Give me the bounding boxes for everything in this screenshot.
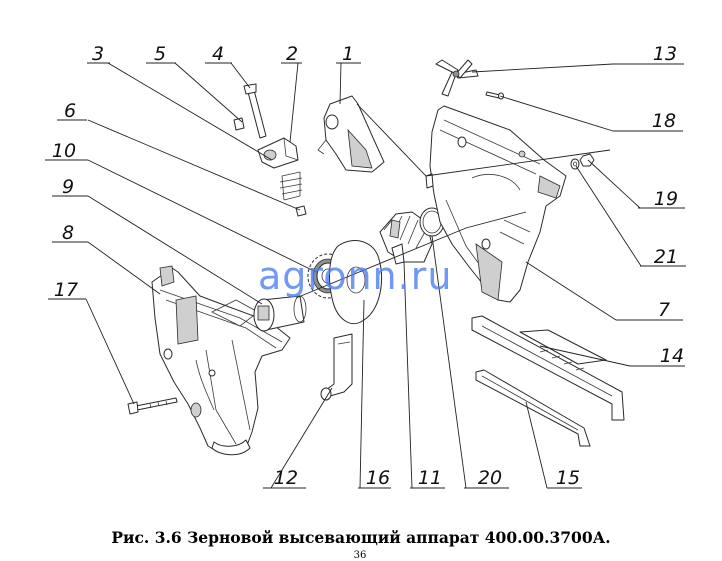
bracket-part-1: [317, 95, 385, 173]
bushing-part-2: [257, 137, 299, 169]
sleeve-part-9: [253, 295, 307, 332]
impeller-part-13: [435, 59, 479, 97]
seed-roller-part-11: [379, 211, 433, 265]
callout-2: 2: [286, 43, 298, 65]
callout-4: 4: [212, 43, 224, 65]
gate-part-12: [320, 333, 353, 401]
callout-15: 15: [556, 467, 580, 489]
callout-18: 18: [652, 110, 676, 132]
nut-part-6: [295, 205, 307, 217]
cover-part-7: [425, 105, 567, 303]
callout-9: 9: [62, 176, 74, 198]
flat-bar-part-15: [475, 369, 591, 447]
callout-17: 17: [54, 279, 78, 301]
callout-20: 20: [478, 467, 502, 489]
pin-part-4: [243, 83, 267, 139]
housing-part-8: [151, 265, 291, 456]
callout-7: 7: [658, 299, 670, 321]
callout-13: 13: [653, 43, 677, 65]
callout-6: 6: [64, 100, 76, 122]
callout-16: 16: [366, 467, 390, 489]
figure-caption: Рис. 3.6 Зерновой высевающий аппарат 400…: [111, 528, 611, 547]
screw-part-18: [485, 91, 504, 100]
callout-numbers: 3 5 4 2 1 6 10 9 8 17 13 18 19 21 7 14 1…: [52, 43, 684, 489]
bolt-part-17: [127, 397, 178, 415]
callout-1: 1: [342, 43, 354, 65]
nut-part-19: [579, 153, 595, 167]
leader-lines: [85, 62, 642, 489]
page-number: 36: [353, 550, 367, 561]
callout-21: 21: [654, 246, 678, 268]
callout-10: 10: [52, 140, 76, 162]
washer-part-21: [570, 158, 580, 170]
callout-8: 8: [62, 222, 74, 244]
callout-3: 3: [92, 43, 104, 65]
callout-14: 14: [660, 345, 684, 367]
callout-11: 11: [418, 467, 442, 489]
spring-part-3: [279, 171, 303, 201]
watermark-text: agronn.ru: [258, 254, 453, 298]
scale-bar-part-14: [471, 315, 625, 421]
callout-19: 19: [654, 188, 678, 210]
callout-shelves: [45, 62, 686, 489]
callout-12: 12: [274, 467, 298, 489]
callout-5: 5: [154, 43, 166, 65]
